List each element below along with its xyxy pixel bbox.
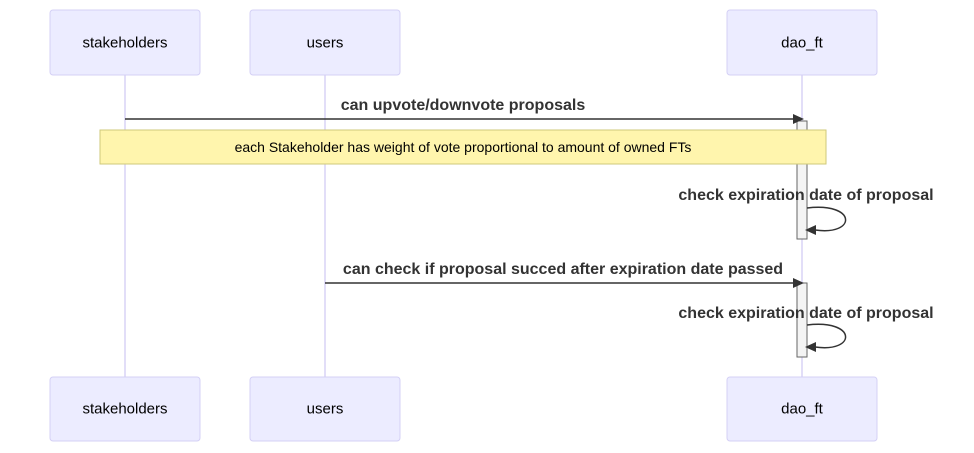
message-label: check expiration date of proposal xyxy=(678,187,933,204)
actor-stakeholders-bottom: stakeholders xyxy=(49,376,201,442)
message-label: can upvote/downvote proposals xyxy=(341,97,586,114)
arrowhead-icon xyxy=(805,342,816,352)
actor-label: users xyxy=(307,35,344,52)
actor-label: users xyxy=(307,401,344,418)
arrowhead-icon xyxy=(793,278,804,288)
note-text: each Stakeholder has weight of vote prop… xyxy=(235,139,692,155)
arrowhead-icon xyxy=(805,225,816,235)
message-label: can check if proposal succed after expir… xyxy=(343,261,783,278)
actor-users-top: users xyxy=(249,9,401,76)
self-message-check-expiration-1: check expiration date of proposal xyxy=(678,187,934,235)
actor-label: dao_ft xyxy=(781,35,824,52)
actor-dao-ft-top: dao_ft xyxy=(726,9,878,76)
actor-label: dao_ft xyxy=(781,401,824,418)
actor-dao-ft-bottom: dao_ft xyxy=(726,376,878,442)
actor-label: stakeholders xyxy=(82,35,167,52)
note: each Stakeholder has weight of vote prop… xyxy=(99,129,827,165)
arrowhead-icon xyxy=(793,114,804,124)
actor-stakeholders-top: stakeholders xyxy=(49,9,201,76)
message-check-success: can check if proposal succed after expir… xyxy=(325,261,804,288)
activation-bar-1 xyxy=(796,120,808,240)
actor-users-bottom: users xyxy=(249,376,401,442)
message-upvote: can upvote/downvote proposals xyxy=(125,97,804,124)
actor-label: stakeholders xyxy=(82,401,167,418)
self-message-check-expiration-2: check expiration date of proposal xyxy=(678,305,934,352)
message-label: check expiration date of proposal xyxy=(678,305,933,322)
